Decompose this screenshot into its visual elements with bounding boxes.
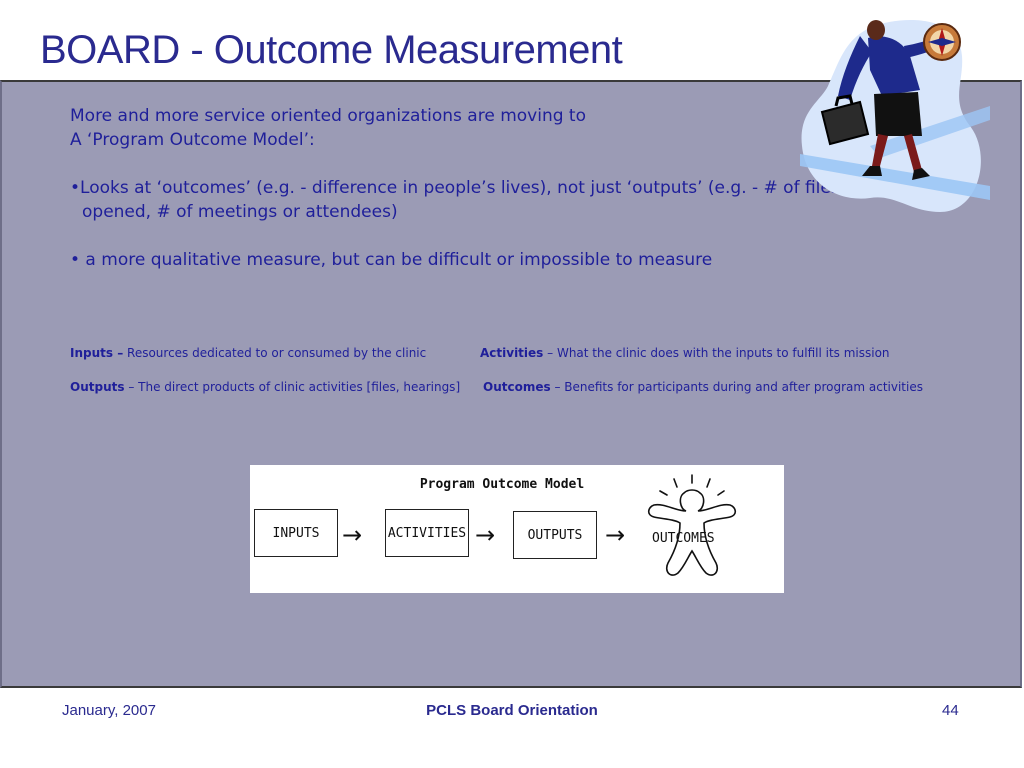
- definition-outcomes-term: Outcomes: [483, 380, 551, 394]
- activities-box: ACTIVITIES: [385, 509, 469, 557]
- inputs-box: INPUTS: [254, 509, 338, 557]
- outputs-box: OUTPUTS: [513, 511, 597, 559]
- definition-outcomes-desc: – Benefits for participants during and a…: [550, 380, 923, 394]
- bullet-outcomes-line-1: •Looks at ‘outcomes’ (e.g. - difference …: [70, 178, 840, 198]
- definition-inputs-desc: Resources dedicated to or consumed by th…: [123, 346, 427, 360]
- bullet-outcomes: •Looks at ‘outcomes’ (e.g. - difference …: [70, 176, 840, 224]
- definition-outputs: Outputs – The direct products of clinic …: [70, 380, 460, 394]
- bullet-qualitative: • a more qualitative measure, but can be…: [70, 250, 713, 270]
- slide-title: BOARD - Outcome Measurement: [40, 28, 623, 72]
- definition-activities: Activities – What the clinic does with t…: [480, 346, 890, 360]
- definition-activities-desc: – What the clinic does with the inputs t…: [543, 346, 890, 360]
- intro-text: More and more service oriented organizat…: [70, 104, 586, 152]
- definition-outcomes: Outcomes – Benefits for participants dur…: [483, 380, 923, 394]
- arrow-icon: →: [605, 521, 626, 549]
- arrow-icon: →: [342, 521, 363, 549]
- bullet-outcomes-line-2: opened, # of meetings or attendees): [82, 202, 398, 222]
- intro-line-1: More and more service oriented organizat…: [70, 106, 586, 126]
- footer-title: PCLS Board Orientation: [426, 702, 598, 719]
- diagram-title: Program Outcome Model: [419, 477, 585, 492]
- businesswoman-compass-icon: [800, 19, 990, 212]
- footer-date: January, 2007: [62, 702, 156, 719]
- person-outline-icon: [647, 474, 737, 576]
- definition-outputs-desc: – The direct products of clinic activiti…: [124, 380, 461, 394]
- arrow-icon: →: [475, 521, 496, 549]
- outcomes-label: OUTCOMES: [652, 531, 715, 546]
- definition-outputs-term: Outputs: [70, 380, 125, 394]
- page-number: 44: [942, 702, 959, 719]
- definition-inputs-term: Inputs –: [70, 346, 124, 360]
- definition-activities-term: Activities: [480, 346, 544, 360]
- definition-inputs: Inputs – Resources dedicated to or consu…: [70, 346, 426, 360]
- intro-line-2: A ‘Program Outcome Model’:: [70, 130, 315, 150]
- program-outcome-model-diagram: Program Outcome Model INPUTS → ACTIVITIE…: [250, 465, 784, 593]
